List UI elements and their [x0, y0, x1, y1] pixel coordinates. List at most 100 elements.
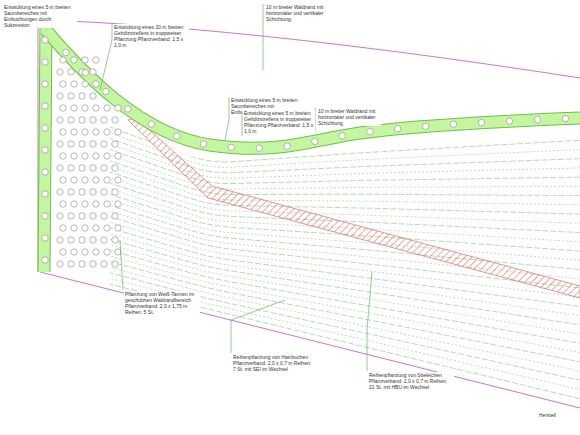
plan-annotation: Herstell [538, 412, 576, 418]
plan-annotation: 10 m breiter Waldrand mit horizontaler u… [265, 4, 329, 22]
tree-symbol [90, 69, 96, 75]
tree-symbol [42, 235, 48, 241]
tree-symbol [82, 225, 88, 231]
planting-row [100, 236, 580, 325]
tree-symbol [68, 165, 74, 171]
tree-symbol [42, 103, 48, 109]
tree-symbol [71, 153, 77, 159]
tree-symbol [71, 225, 77, 231]
tree-symbol [478, 119, 484, 125]
tree-symbol [115, 105, 121, 111]
tree-symbol [71, 105, 77, 111]
tree-symbol [506, 118, 512, 124]
tree-symbol [42, 37, 48, 43]
tree-symbol [450, 121, 456, 127]
tree-symbol [71, 201, 77, 207]
planting-row [100, 270, 580, 380]
tree-symbol [42, 169, 48, 175]
tree-symbol [104, 153, 110, 159]
tree-symbol [112, 165, 118, 171]
tree-symbol [82, 153, 88, 159]
tree-symbol [93, 153, 99, 159]
tree-symbol [57, 117, 63, 123]
leader-line [100, 24, 112, 90]
tree-symbol [228, 144, 234, 150]
tree-symbol [173, 133, 179, 139]
tree-symbol [68, 117, 74, 123]
tree-symbol [148, 121, 154, 127]
tree-symbol [42, 213, 48, 219]
tree-symbol [93, 225, 99, 231]
tree-symbol [68, 237, 74, 243]
tree-symbol [90, 189, 96, 195]
tree-symbol [339, 133, 345, 139]
tree-symbol [101, 237, 107, 243]
leader-lines [40, 4, 372, 371]
tree-symbol [68, 261, 74, 267]
tree-symbol [112, 141, 118, 147]
tree-symbol [82, 57, 88, 63]
tree-symbol [57, 165, 63, 171]
planting-row [100, 169, 580, 214]
tree-symbol [200, 141, 206, 147]
tree-symbol [82, 105, 88, 111]
tree-symbol [60, 153, 66, 159]
tree-symbol [60, 57, 66, 63]
row-lines [100, 124, 580, 399]
tree-symbol [284, 143, 290, 149]
planting-row [100, 163, 580, 205]
tree-symbol [93, 57, 99, 63]
tree-symbol [71, 57, 77, 63]
leader-line [225, 97, 229, 140]
tree-symbol [101, 141, 107, 147]
tree-symbol [82, 129, 88, 135]
planting-row [100, 203, 580, 270]
tree-symbol [60, 225, 66, 231]
tree-symbol [57, 93, 63, 99]
tree-symbol [57, 189, 63, 195]
tree-symbol [93, 81, 99, 87]
tree-symbol [68, 93, 74, 99]
plan-annotation: Entwicklung eines 20 m breiten Gehölzstr… [113, 24, 189, 48]
tree-symbol [82, 69, 88, 75]
tree-symbol [82, 81, 88, 87]
planting-row [100, 242, 580, 334]
tree-symbol [101, 189, 107, 195]
tree-symbol [104, 249, 110, 255]
tree-symbols [42, 37, 569, 267]
tree-symbol [112, 117, 118, 123]
tree-symbol [79, 165, 85, 171]
tree-symbol [104, 225, 110, 231]
tree-symbol [112, 189, 118, 195]
tree-symbol [57, 237, 63, 243]
tree-symbol [104, 177, 110, 183]
tree-symbol [71, 129, 77, 135]
planting-row [100, 248, 580, 344]
tree-symbol [79, 189, 85, 195]
boundary-line [40, 272, 580, 408]
tree-symbol [60, 105, 66, 111]
tree-symbol [101, 261, 107, 267]
tree-symbol [90, 141, 96, 147]
plan-annotation: 10 m breiter Waldrand mit horizontaler u… [317, 108, 381, 126]
tree-symbol [90, 237, 96, 243]
boundary-line [40, 20, 580, 78]
tree-symbol [71, 249, 77, 255]
tree-symbol [42, 81, 48, 87]
tree-symbol [68, 213, 74, 219]
tree-symbol [82, 201, 88, 207]
tree-symbol [312, 138, 318, 144]
tree-symbol [82, 177, 88, 183]
plan-annotation: Entwicklung eines 5 m breiten Gehölzstre… [243, 110, 315, 134]
tree-symbol [90, 117, 96, 123]
tree-symbol [101, 165, 107, 171]
tree-symbol [104, 129, 110, 135]
tree-symbol [60, 249, 66, 255]
tree-symbol [112, 237, 118, 243]
tree-symbol [93, 201, 99, 207]
tree-symbol [79, 261, 85, 267]
tree-symbol [90, 261, 96, 267]
tree-symbol [256, 145, 262, 151]
tree-symbol [115, 129, 121, 135]
plan-annotation: Entwicklung eines 5 m breiten Saumbereic… [3, 4, 77, 28]
